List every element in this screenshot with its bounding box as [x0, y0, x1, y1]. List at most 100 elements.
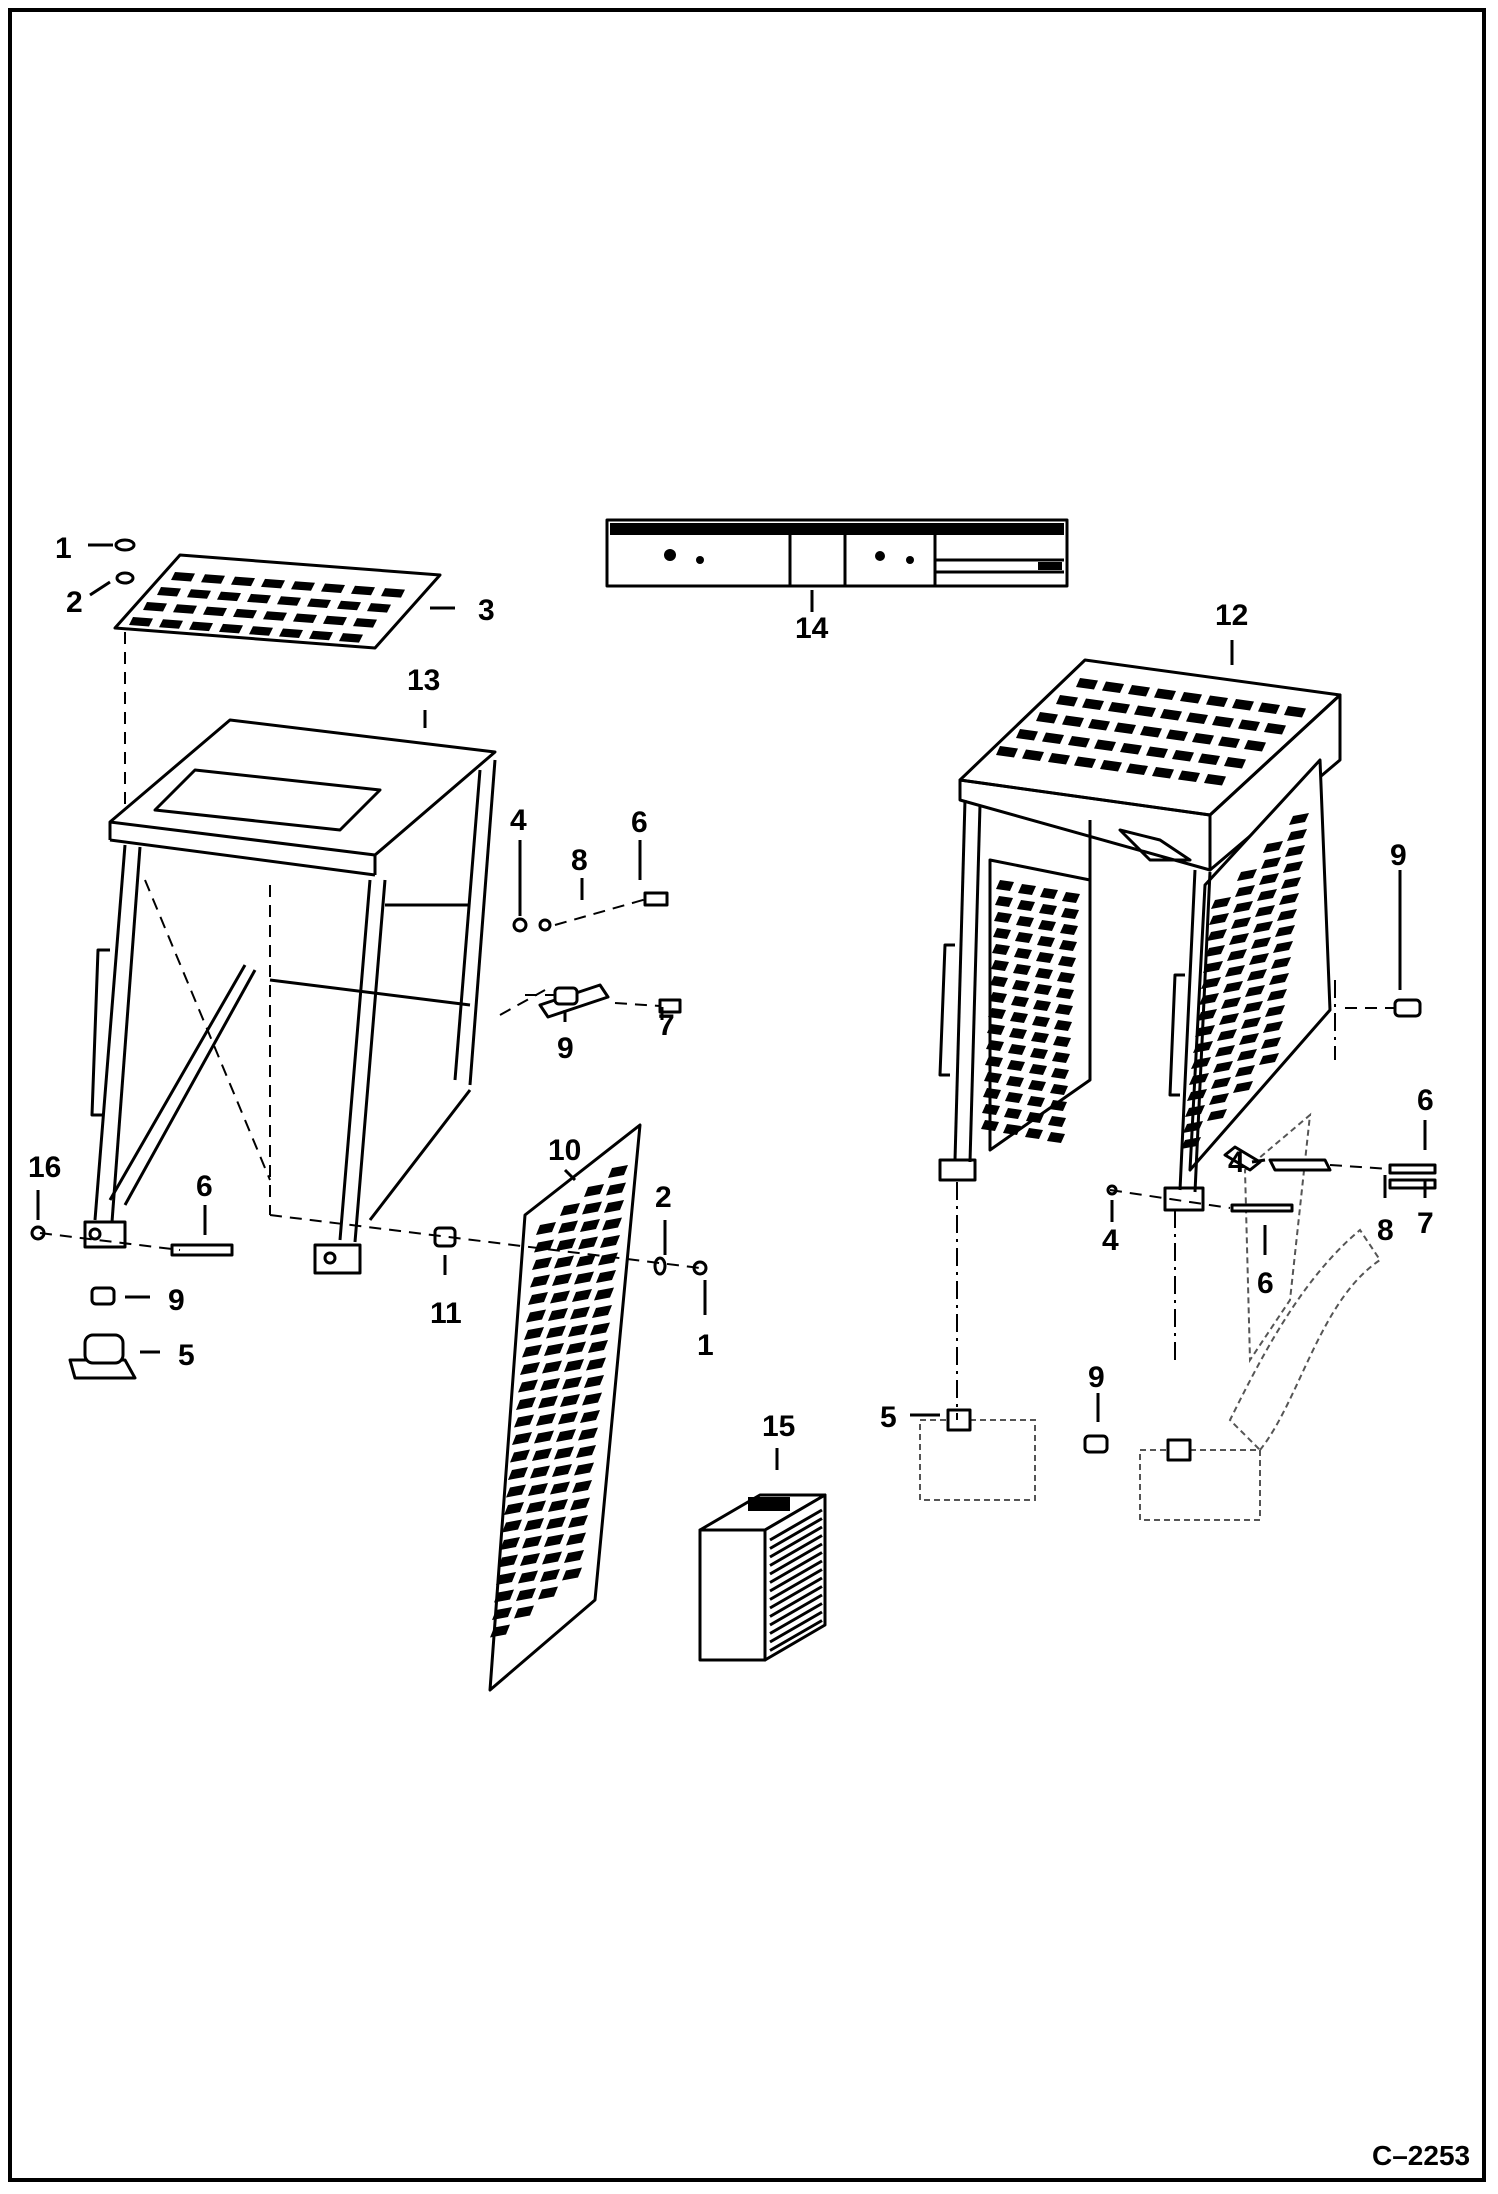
callout-16: 16: [28, 1151, 61, 1184]
grille-slot: [560, 1394, 580, 1407]
callout-7: 7: [658, 1009, 675, 1042]
grille-slot: [556, 1429, 576, 1442]
grille-slot: [307, 598, 331, 608]
grille-slot: [1051, 1068, 1069, 1079]
grille-slot: [504, 1502, 524, 1515]
grille-slot: [524, 1327, 544, 1340]
open-cage-frame: [83, 718, 497, 1275]
grille-slot: [989, 992, 1007, 1003]
callout-15: 15: [762, 1410, 795, 1443]
grille-slot: [1016, 729, 1038, 741]
grille-slot: [1271, 957, 1291, 969]
grille-slot: [1219, 1013, 1239, 1025]
grille-slot: [1215, 1045, 1235, 1057]
grille-slot: [528, 1292, 548, 1305]
grille-slot: [1267, 989, 1287, 1001]
grille-slot: [985, 1056, 1003, 1067]
grille-slot: [1204, 774, 1226, 786]
grille-slot: [550, 1290, 570, 1304]
grille-slot: [1126, 763, 1148, 775]
grille-slot: [1102, 681, 1124, 693]
grille-slot: [1062, 715, 1084, 727]
callout-8: 8: [1377, 1214, 1394, 1247]
callout-7: 7: [1417, 1207, 1434, 1240]
grille-slot: [506, 1484, 526, 1498]
grille-slot: [981, 1120, 999, 1131]
callout-1: 1: [55, 532, 72, 565]
grille-slot: [596, 1270, 616, 1283]
grille-slot: [277, 596, 301, 606]
grille-slot: [157, 587, 181, 597]
grille-slot: [1221, 997, 1241, 1009]
callout-5: 5: [178, 1339, 195, 1372]
callout-9: 9: [1088, 1361, 1105, 1394]
grille-slot: [1154, 688, 1176, 700]
grille-slot: [576, 1445, 596, 1458]
grille-slot: [552, 1464, 572, 1477]
callout-2: 2: [655, 1181, 672, 1214]
box-rib: [769, 1576, 823, 1610]
grille-slot: [129, 617, 153, 627]
grille-slot: [1128, 685, 1150, 697]
box-rib: [769, 1559, 823, 1593]
grille-slot: [1186, 712, 1208, 724]
grille-slot: [1100, 760, 1122, 772]
grille-slot: [1212, 716, 1234, 728]
grille-slot: [1283, 861, 1303, 873]
grille-slot: [249, 626, 273, 636]
grille-slot: [1255, 905, 1275, 917]
box-rib: [769, 1602, 823, 1635]
grille-slot: [538, 1395, 558, 1409]
grille-slot: [494, 1589, 514, 1603]
callout-4: 4: [1228, 1146, 1245, 1179]
grille-slot: [1032, 1016, 1050, 1027]
grille-slot: [1037, 936, 1055, 947]
grille-slot: [1025, 1128, 1043, 1139]
box-component: [698, 1493, 827, 1662]
box-rib: [769, 1517, 823, 1550]
callout-6: 6: [1417, 1084, 1434, 1117]
grille-slot: [1056, 695, 1078, 707]
grille-slot: [1227, 949, 1247, 961]
grille-slot: [1233, 901, 1253, 913]
hinge-block-right-b: [1139, 1112, 1382, 1521]
grille-slot: [1178, 770, 1200, 782]
callout-1: 1: [697, 1329, 714, 1362]
grille-slot: [548, 1308, 568, 1321]
grille-slot: [1048, 1116, 1066, 1127]
grille-slot: [582, 1392, 602, 1406]
grille-slot: [1198, 753, 1220, 765]
grille-slot: [1140, 726, 1162, 738]
grille-slot: [514, 1605, 534, 1619]
grille-slot: [528, 1483, 548, 1496]
grille-slot: [530, 1274, 550, 1288]
grille-slot: [233, 608, 257, 619]
grille-slot: [540, 1569, 560, 1582]
box-rib: [769, 1619, 823, 1652]
grille-slot: [562, 1567, 582, 1581]
grille-slot: [550, 1481, 570, 1495]
grille-slot: [1034, 984, 1052, 995]
grille-slot: [990, 976, 1008, 987]
grille-slot: [1004, 1108, 1022, 1119]
grille-slot: [608, 1165, 628, 1178]
grille-slot: [1054, 1020, 1072, 1031]
grille-slot: [1039, 904, 1057, 915]
grille-slot: [1009, 1028, 1027, 1039]
grille-slot: [1205, 945, 1225, 957]
grille-slot: [263, 611, 287, 621]
grille-slot: [512, 1432, 532, 1445]
grille-slot: [508, 1467, 528, 1480]
grille-slot: [544, 1343, 564, 1356]
grille-slot: [1224, 757, 1246, 769]
grille-slot: [984, 1072, 1002, 1083]
grille-slot: [321, 583, 345, 593]
grille-slot: [1060, 924, 1078, 935]
grille-slot: [546, 1516, 566, 1530]
grille-slot: [554, 1446, 574, 1460]
grille-slot: [520, 1553, 540, 1566]
grille-slot: [1239, 1033, 1259, 1045]
grille-slot: [1237, 1049, 1257, 1061]
grille-slot: [1247, 969, 1267, 981]
